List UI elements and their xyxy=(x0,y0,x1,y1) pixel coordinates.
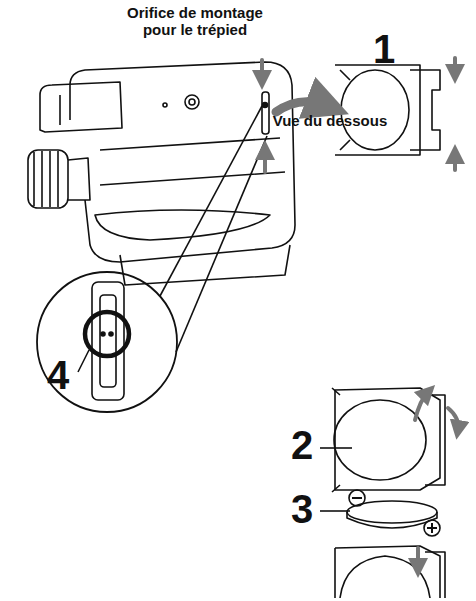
callout-number: 3 xyxy=(282,486,322,532)
callout-number: 1 xyxy=(364,26,404,72)
holder-bottom-view xyxy=(335,65,420,155)
leader-line xyxy=(78,350,89,372)
leader-line xyxy=(320,510,350,512)
view-label: Vue du dessous xyxy=(255,112,405,129)
zoom-circle xyxy=(37,272,177,412)
hand-strap xyxy=(95,210,270,240)
part-name: Orifice de montage pour le trépied xyxy=(115,4,275,39)
lens xyxy=(28,150,68,208)
holder-open xyxy=(335,388,440,490)
leader-line xyxy=(320,447,352,449)
callout-number: 4 xyxy=(38,352,78,398)
camcorder-body xyxy=(70,62,295,262)
slot xyxy=(262,92,269,134)
viewfinder xyxy=(40,82,122,132)
holder-insert xyxy=(335,546,440,598)
callout-number: 2 xyxy=(282,422,322,468)
